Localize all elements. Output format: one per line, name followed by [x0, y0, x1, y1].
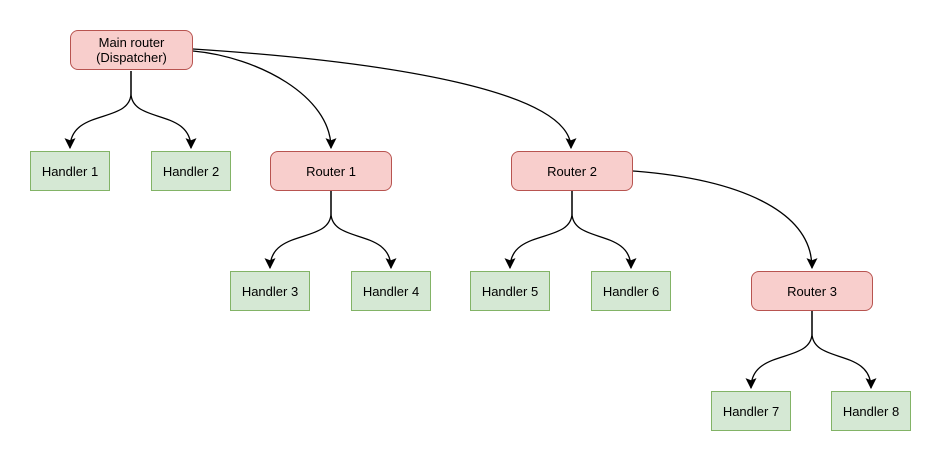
node-handler-8: Handler 8: [831, 391, 911, 431]
edge-main-to-router1: [192, 50, 337, 150]
edge-router1-to-handler4: [330, 191, 397, 270]
node-handler-6-label: Handler 6: [602, 283, 660, 299]
node-router-2: Router 2: [511, 151, 633, 191]
node-handler-1-label: Handler 1: [41, 163, 99, 179]
node-router-2-label: Router 2: [547, 163, 597, 179]
node-handler-7: Handler 7: [711, 391, 791, 431]
node-handler-2: Handler 2: [151, 151, 231, 191]
node-router-3: Router 3: [751, 271, 873, 311]
node-handler-3: Handler 3: [230, 271, 310, 311]
edge-router3-to-handler7: [745, 311, 813, 390]
edge-router2-to-handler5: [504, 191, 573, 270]
node-handler-1: Handler 1: [30, 151, 110, 191]
edge-main-to-handler1: [64, 71, 132, 150]
node-main-router: Main router (Dispatcher): [70, 30, 193, 70]
node-handler-4: Handler 4: [351, 271, 431, 311]
node-router-1-label: Router 1: [306, 163, 356, 179]
node-handler-7-label: Handler 7: [722, 403, 780, 419]
edge-router2-to-handler6: [571, 191, 637, 270]
node-handler-5-label: Handler 5: [481, 283, 539, 299]
node-handler-4-label: Handler 4: [362, 283, 420, 299]
node-main-router-label-line1: Main router: [98, 35, 165, 50]
node-router-3-label: Router 3: [787, 283, 837, 299]
edge-main-to-handler2: [130, 71, 197, 150]
node-handler-3-label: Handler 3: [241, 283, 299, 299]
edge-router1-to-handler3: [264, 191, 332, 270]
node-handler-5: Handler 5: [470, 271, 550, 311]
node-handler-8-label: Handler 8: [842, 403, 900, 419]
node-handler-2-label: Handler 2: [162, 163, 220, 179]
edge-router3-to-handler8: [811, 311, 877, 390]
node-router-1: Router 1: [270, 151, 392, 191]
edge-router2-to-router3: [632, 170, 818, 270]
node-handler-6: Handler 6: [591, 271, 671, 311]
node-main-router-label-line2: (Dispatcher): [96, 50, 167, 65]
edge-main-to-router2: [192, 48, 577, 150]
